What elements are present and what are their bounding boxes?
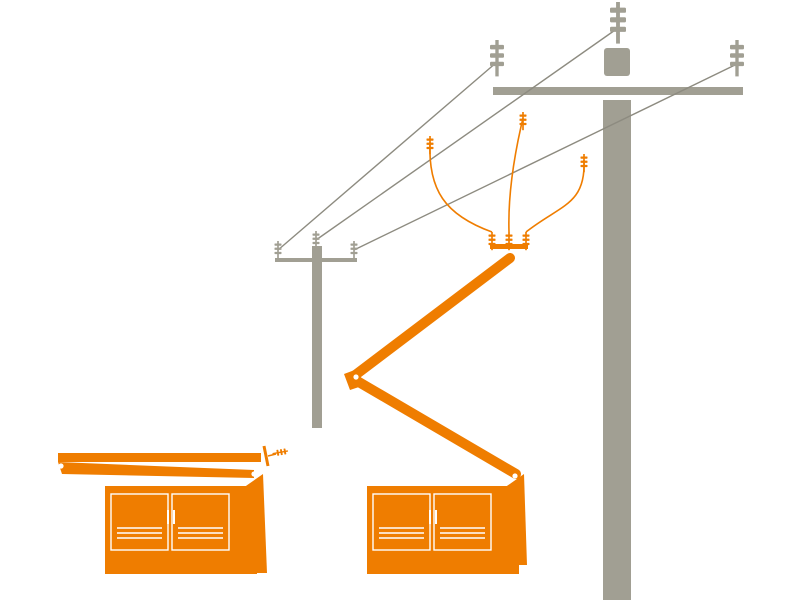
truck-left-stowed-tool-rod <box>267 453 277 457</box>
truck-left-door-right <box>171 493 230 551</box>
insulator-large-right <box>730 40 744 77</box>
truck-left-lower-boom <box>58 462 254 478</box>
insulator-large-top <box>610 2 626 44</box>
bypass-clamps <box>272 112 588 456</box>
stowed-tool-insulator <box>272 448 289 456</box>
insulator-small-middle <box>312 231 320 250</box>
truck-left-cabinet <box>105 486 257 574</box>
truck-right-handle-right <box>435 510 437 524</box>
pole-insulators <box>274 2 744 260</box>
insulator-large-left <box>490 40 504 77</box>
truck-right-door-right <box>433 493 492 551</box>
truck-left-knuckle-pin <box>58 463 64 469</box>
small-pole-top-bracket <box>312 246 322 258</box>
overhead-conductors <box>277 27 738 251</box>
truck-left-base-pin <box>251 471 257 477</box>
insulator-small-right <box>350 241 358 260</box>
truck-right-knuckle-pin <box>353 374 359 380</box>
clamp-wire-middle <box>519 112 527 131</box>
truck-right-knuckle-joint <box>344 368 362 390</box>
large-pole-shaft <box>603 100 631 600</box>
small-utility-pole <box>275 246 357 428</box>
truck-right-lower-boom <box>347 373 521 479</box>
insulator-small-left <box>274 241 282 260</box>
large-utility-pole <box>493 48 743 600</box>
small-pole-crossarm <box>275 258 357 262</box>
truck-left-handle-left <box>167 510 169 524</box>
conductor-right <box>353 63 738 251</box>
clamp-wire-right <box>580 154 588 173</box>
conductor-left <box>277 61 498 251</box>
truck-left-stowed-tool-bar <box>262 445 270 467</box>
conductor-middle <box>315 27 619 241</box>
small-pole-shaft <box>312 260 322 428</box>
large-pole-top-bracket <box>604 48 630 76</box>
bypass-cable-right <box>525 159 585 233</box>
truck-left-upper-boom <box>58 453 261 462</box>
truck-left-handle-right <box>173 510 175 524</box>
truck-right-base-pin <box>512 473 518 479</box>
bucket-truck-horizontal-boom <box>58 445 277 574</box>
clamp-wire-left <box>426 136 434 155</box>
utility-poles <box>275 48 743 600</box>
truck-right-handle-left <box>429 510 431 524</box>
bypass-cable-system <box>429 117 585 233</box>
truck-right-tool-platform <box>490 244 528 249</box>
truck-right-cabinet <box>367 486 519 574</box>
large-pole-crossarm <box>493 87 743 95</box>
bucket-truck-raised-boom <box>344 244 528 574</box>
bypass-cable-middle <box>508 117 524 233</box>
truck-right-upper-boom <box>349 253 515 381</box>
bypass-cable-left <box>429 141 493 233</box>
